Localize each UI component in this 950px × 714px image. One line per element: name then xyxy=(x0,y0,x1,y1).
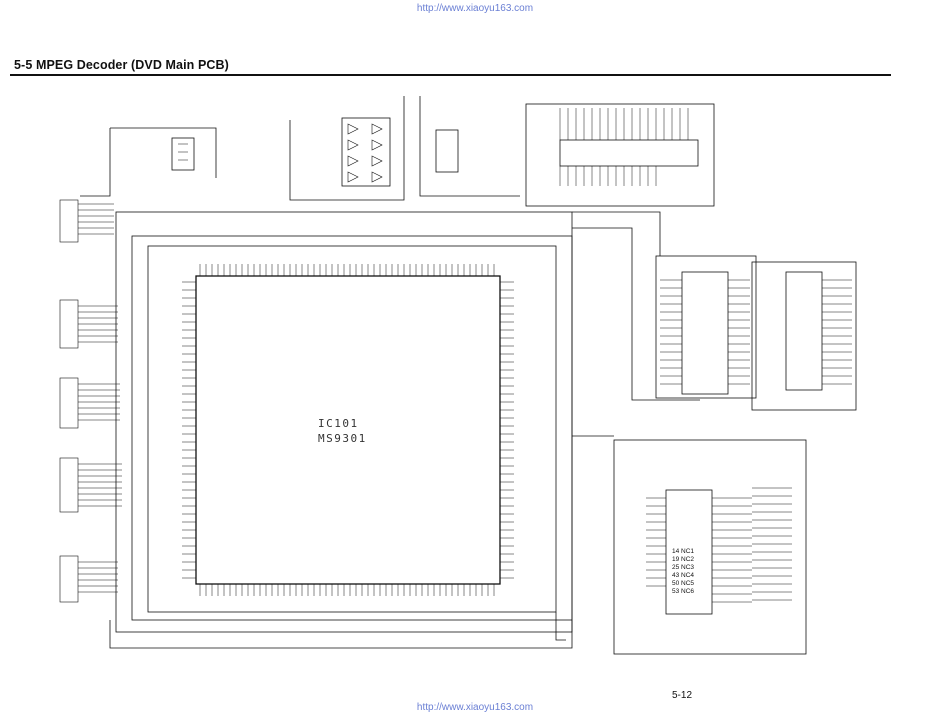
sdram-pin-label: 50 NC5 xyxy=(672,580,695,587)
main-ic-part: MS9301 xyxy=(318,432,367,445)
title-underline xyxy=(10,74,891,76)
sdram-pin-label: 53 NC6 xyxy=(672,588,695,595)
ic-small-top-left xyxy=(171,137,195,171)
page-number: 5-12 xyxy=(672,690,693,701)
watermark-url-top: http://www.xiaoyu163.com xyxy=(416,3,534,14)
left-connector-5 xyxy=(59,555,79,603)
left-connector-1 xyxy=(59,199,79,243)
small-connector-block xyxy=(435,129,459,173)
bus-frame-outer xyxy=(115,211,573,633)
sdram-pin-label: 25 NC3 xyxy=(672,564,695,571)
flash-ic-body xyxy=(681,271,729,395)
sdram-pin-label: 43 NC4 xyxy=(672,572,695,579)
left-connector-3 xyxy=(59,377,79,429)
left-connector-2 xyxy=(59,299,79,349)
sdram-pin-labels: 14 NC1 19 NC2 25 NC3 43 NC4 50 NC5 53 NC… xyxy=(672,548,694,596)
logic-gate-block xyxy=(341,117,391,187)
bus-frame-inner xyxy=(147,245,557,613)
sdram-pin-label: 14 NC1 xyxy=(672,548,695,555)
ic101-body xyxy=(195,275,501,585)
watermark-url-bottom: http://www.xiaoyu163.com xyxy=(416,702,534,713)
sdram-body xyxy=(665,489,713,615)
section-title: 5-5 MPEG Decoder (DVD Main PCB) xyxy=(14,58,229,72)
main-ic-label: IC101 MS9301 xyxy=(318,416,398,446)
main-ic-ref: IC101 xyxy=(318,417,359,430)
connector-block xyxy=(525,103,715,207)
cn-connector-body xyxy=(785,271,823,391)
sdram-pin-label: 19 NC2 xyxy=(672,556,695,563)
left-connector-4 xyxy=(59,457,79,513)
